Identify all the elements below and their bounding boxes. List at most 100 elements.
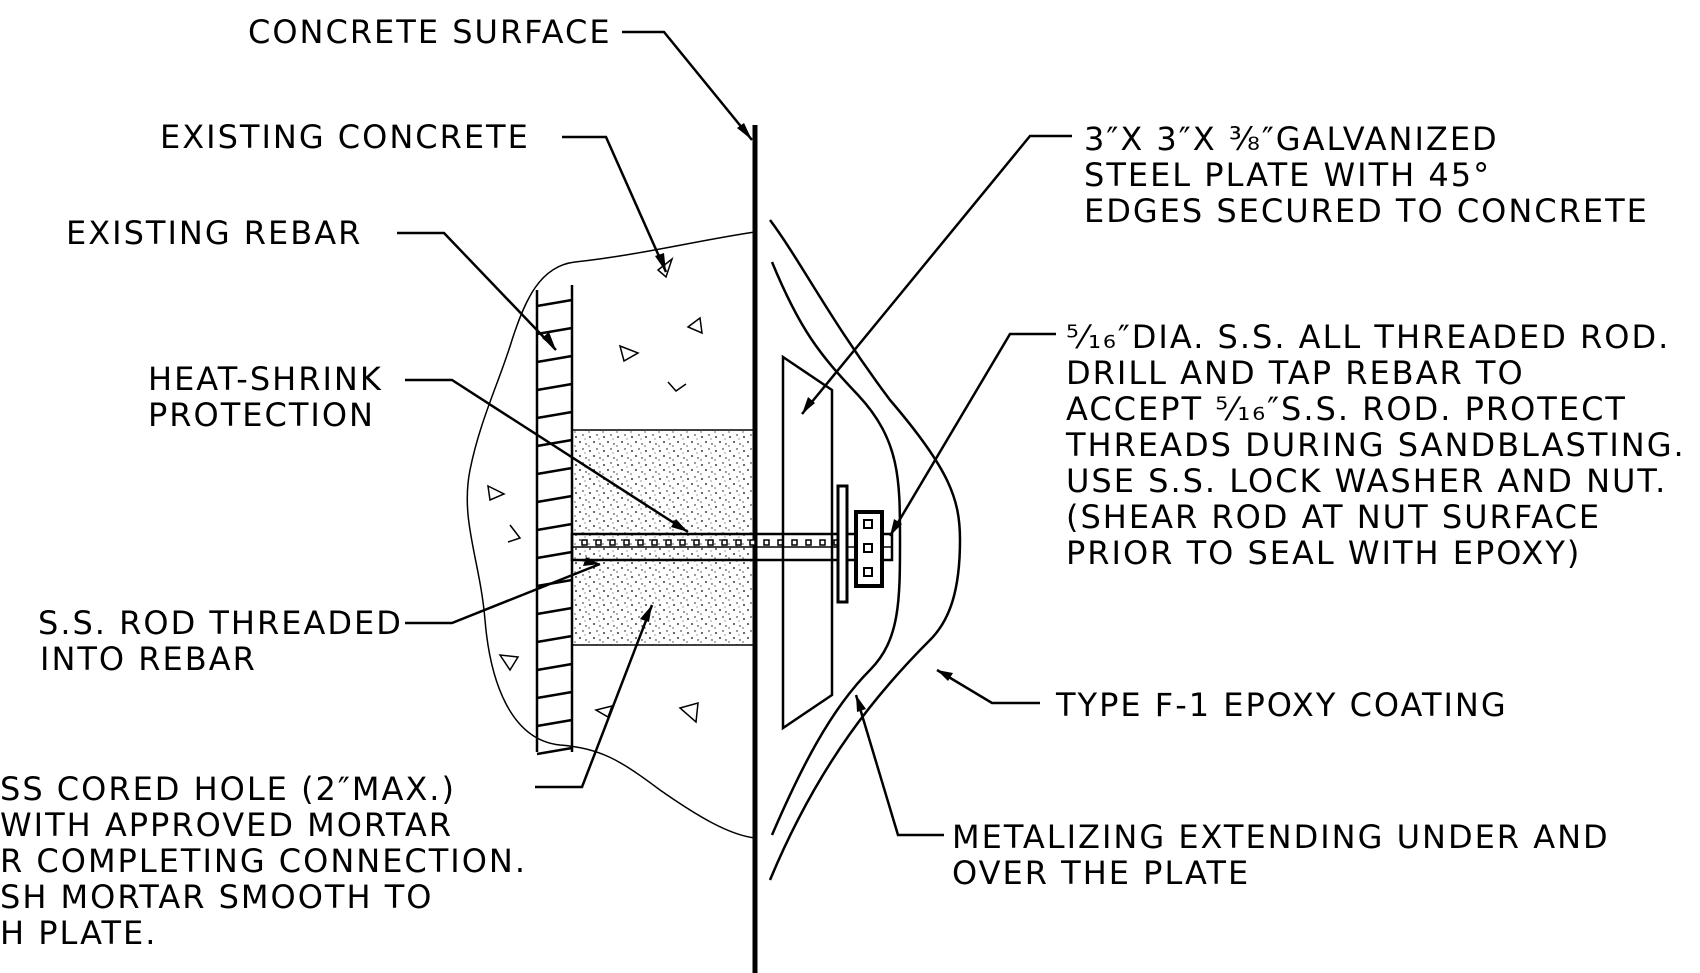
rod-thread-mark [707,539,714,546]
label-rod-4: THREADS DURING SANDBLASTING. [1065,426,1686,464]
leader-concrete-surface [622,30,753,141]
label-concrete-surface: CONCRETE SURFACE [248,13,612,51]
rebar-rung [536,410,573,420]
rod-thread-mark [721,539,728,546]
rod-thread-mark [735,539,742,546]
aggregate-triangle [618,344,640,363]
mortar-fill [571,429,756,646]
rebar-rung [536,326,573,336]
rod-thread-mark [791,539,798,546]
rebar-rung [536,634,573,644]
annotations: CONCRETE SURFACE EXISTING CONCRETE EXIST… [0,13,1686,952]
arrowhead [542,332,556,350]
rebar-rung [536,746,573,756]
leader-epoxy [936,668,1040,705]
rebar-rung [536,438,573,448]
leader-ss-rod [405,562,601,625]
rod-thread-mark [637,539,644,546]
rebar-rung [536,718,573,728]
arrowhead [583,557,600,566]
label-heat-shrink-1: HEAT-SHRINK [148,360,383,398]
rebar-rung [536,466,573,476]
rod-thread-marks [581,539,840,546]
aggregate-triangle [667,381,687,392]
arrowhead [671,519,688,532]
rod-thread-mark [665,539,672,546]
label-rod-7: PRIOR TO SEAL WITH EPOXY) [1066,534,1581,572]
label-epoxy: TYPE F-1 EPOXY COATING [1055,686,1508,724]
lock-washer [836,484,849,604]
arrowhead [802,397,815,414]
rod-thread-mark [609,539,616,546]
arrowhead [640,605,652,622]
label-cored-hole-4: SH MORTAR SMOOTH TO [0,878,433,916]
label-plate-1: 3″X 3″X ⅜″GALVANIZED [1084,120,1499,158]
leader-existing-concrete [562,135,668,273]
aggregate-triangle [507,524,522,543]
label-cored-hole-2: WITH APPROVED MORTAR [0,806,453,844]
rebar-rung [536,522,573,532]
arrowhead [856,695,866,712]
metalizing-layer [770,261,902,836]
rebar-rungs [536,298,573,756]
label-rod-3: ACCEPT ⁵⁄₁₆″S.S. ROD. PROTECT [1066,390,1627,428]
aggregate-triangle [487,484,506,502]
label-plate-2: STEEL PLATE WITH 45° [1084,156,1491,194]
label-ss-rod-1: S.S. ROD THREADED [38,604,403,642]
rebar-rung [536,550,573,560]
leader-lines [397,30,1072,837]
nut [854,510,884,588]
aggregate-triangle [678,701,699,724]
rod-thread-mark [749,539,756,546]
label-cored-hole-5: H PLATE. [0,914,157,952]
label-metalizing-2: OVER THE PLATE [952,854,1250,892]
arrowhead [655,253,666,272]
rebar-rung [536,690,573,700]
arrowhead [737,123,752,140]
label-existing-concrete: EXISTING CONCRETE [160,118,530,156]
rod-thread-mark [651,539,658,546]
rod-thread-mark [679,539,686,546]
label-rod-6: (SHEAR ROD AT NUT SURFACE [1066,498,1601,536]
label-heat-shrink-2: PROTECTION [148,396,375,434]
rebar-rung [536,298,573,308]
steel-plate [781,354,834,731]
existing-rebar [535,285,574,756]
label-existing-rebar: EXISTING REBAR [66,214,362,252]
epoxy-coating-layer [768,219,962,881]
rebar-rung [536,494,573,504]
label-rod-1: ⁵⁄₁₆″DIA. S.S. ALL THREADED ROD. [1066,318,1670,356]
leader-rod [888,332,1056,537]
threaded-rod [570,532,894,562]
aggregate-triangle [498,654,520,672]
label-rod-2: DRILL AND TAP REBAR TO [1066,354,1525,392]
rebar-rung [536,354,573,364]
existing-concrete-outline [466,231,756,839]
rod-thread-mark [819,539,826,546]
rod-thread-mark [693,539,700,546]
label-ss-rod-2: INTO REBAR [40,640,257,678]
rod-thread-mark [595,539,602,546]
rebar-rung [536,382,573,392]
leader-cored-hole [535,604,654,789]
rod-thread-mark [581,539,588,546]
rebar-rung [536,662,573,672]
leader-heat-shrink [405,378,689,534]
leader-existing-rebar [397,231,557,351]
label-plate-3: EDGES SECURED TO CONCRETE [1084,192,1649,230]
leader-plate [801,134,1072,415]
label-metalizing-1: METALIZING EXTENDING UNDER AND [952,818,1610,856]
leader-metalizing [854,694,944,837]
label-rod-5: USE S.S. LOCK WASHER AND NUT. [1066,462,1667,500]
rebar-rung [536,606,573,616]
rod-thread-mark [805,539,812,546]
label-cored-hole-1: SS CORED HOLE (2″MAX.) [0,770,456,808]
rod-thread-mark [763,539,770,546]
label-cored-hole-3: R COMPLETING CONNECTION. [0,842,527,880]
arrowhead [890,519,902,536]
aggregate-triangle [686,316,703,335]
arrowheads [542,123,953,712]
arrowhead [937,670,953,681]
rod-thread-mark [623,539,630,546]
